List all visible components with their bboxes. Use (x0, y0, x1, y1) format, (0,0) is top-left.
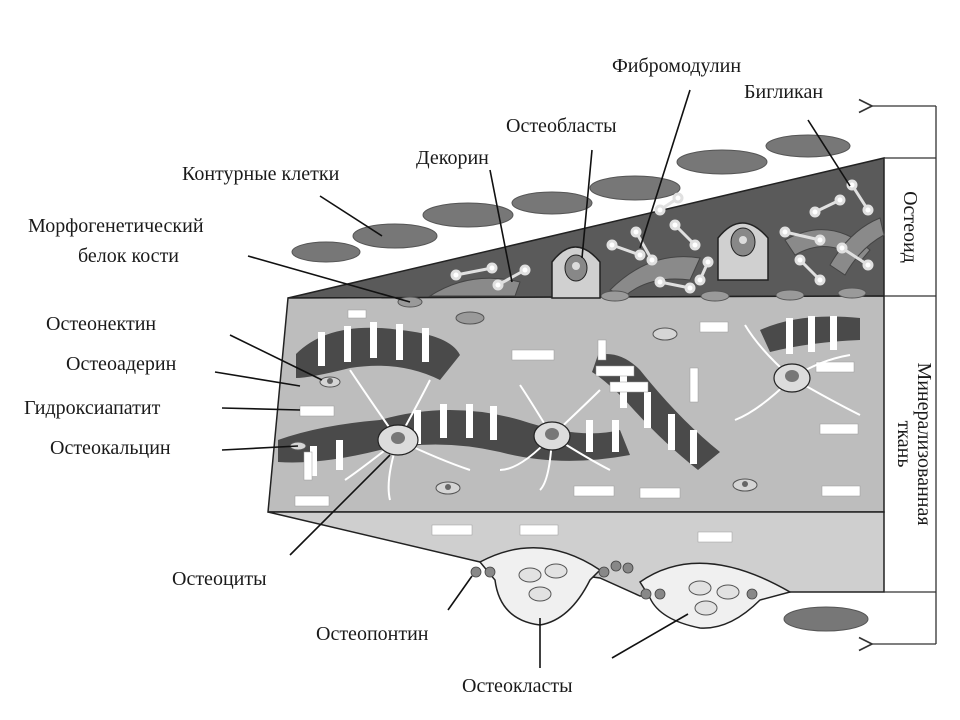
osteoid-fibers (450, 179, 874, 294)
label-osteoclasts: Остеокласты (462, 675, 573, 697)
right-bracket (858, 98, 937, 652)
label-osteoadherin: Остеоадерин (66, 353, 177, 375)
osteocyte-bodies (377, 363, 811, 456)
label-osteoblasts: Остеобласты (506, 115, 617, 137)
label-osteocalcin: Остеокальцин (50, 437, 171, 459)
label-lining-cells: Контурные клетки (182, 163, 340, 185)
label-hydroxyapatite: Гидроксиапатит (24, 397, 161, 419)
label-osteoid: Остеоид (899, 191, 921, 263)
label-fibromodulin: Фибромодулин (612, 55, 741, 77)
label-osteopontin: Остеопонтин (316, 623, 429, 645)
label-bmp-line1: Морфогенетический (28, 215, 204, 237)
label-mineralized-line1: Минерализованная (913, 362, 935, 525)
lining-cell-bottom (783, 606, 869, 632)
label-osteonectin: Остеонектин (46, 313, 156, 335)
osteoblast-cells (551, 222, 769, 299)
label-decorin: Декорин (416, 147, 489, 169)
label-biglycan: Бигликан (744, 81, 823, 103)
matrix-dots (289, 327, 758, 495)
leader-lines (214, 89, 851, 668)
label-mineralized-line2: ткань (893, 421, 915, 468)
hydroxyapatite-crystals (294, 309, 861, 543)
label-osteocytes: Остеоциты (172, 568, 267, 590)
osteocyte-cells (344, 324, 861, 501)
label-bmp-line2: белок кости (78, 245, 179, 267)
border-cells (397, 287, 867, 325)
osteoclast-cells (470, 547, 792, 629)
